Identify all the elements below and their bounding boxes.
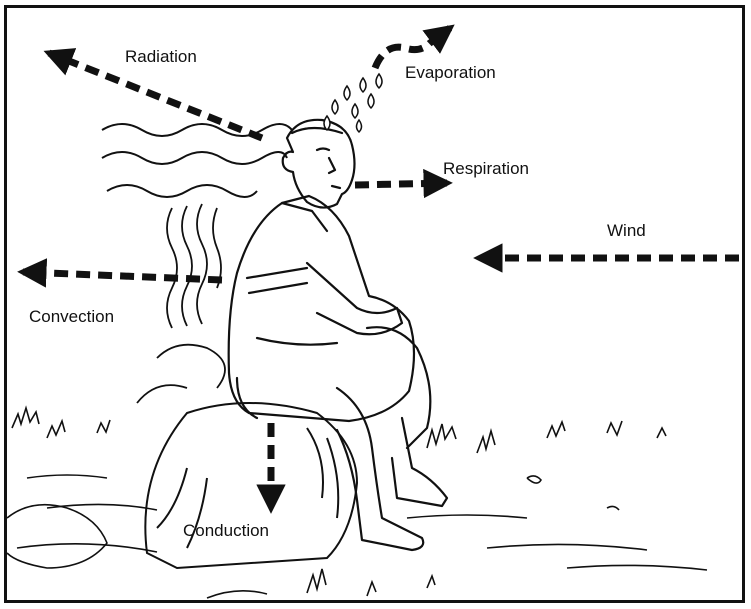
- radiation-waves: [102, 124, 292, 197]
- heat-loss-illustration: [7, 8, 742, 600]
- convection-label: Convection: [29, 308, 114, 325]
- convection-waves: [137, 204, 225, 403]
- wind-label: Wind: [607, 222, 646, 239]
- conduction-label: Conduction: [183, 522, 269, 539]
- diagram-frame: Radiation Evaporation Respiration Wind C…: [4, 5, 745, 603]
- respiration-label: Respiration: [443, 160, 529, 177]
- respiration-arrow: [355, 183, 447, 185]
- evaporation-label: Evaporation: [405, 64, 496, 81]
- evaporation-arrow: [375, 28, 450, 68]
- rock: [145, 403, 357, 568]
- radiation-label: Radiation: [125, 48, 197, 65]
